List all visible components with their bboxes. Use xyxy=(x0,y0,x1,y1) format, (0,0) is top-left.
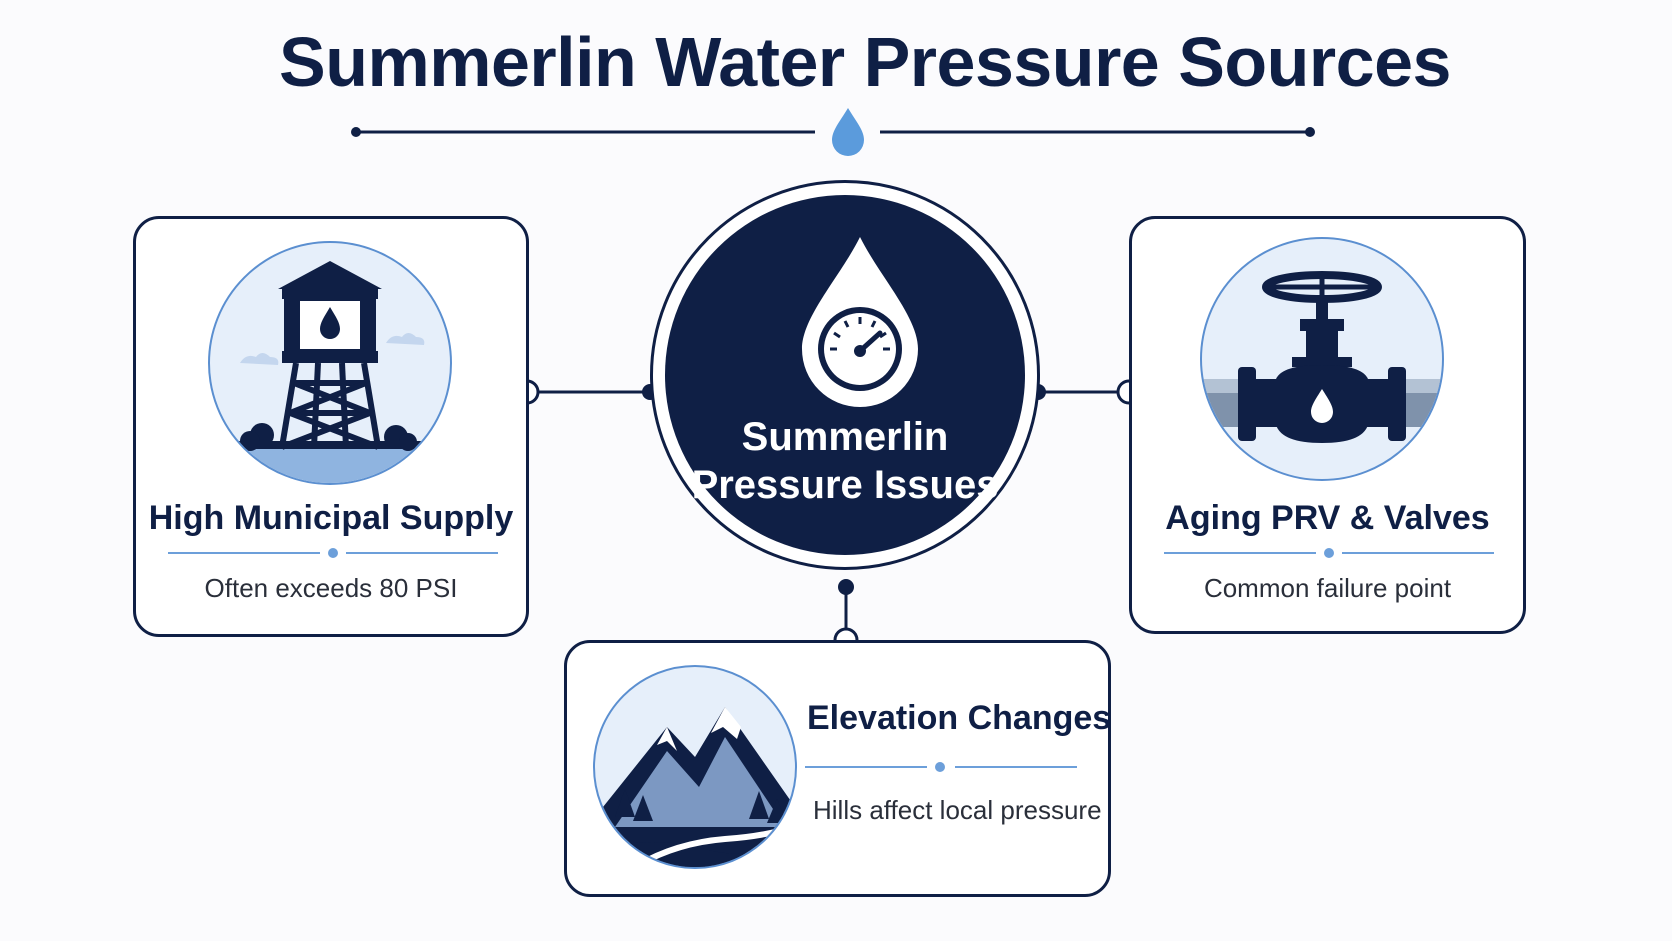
card-divider xyxy=(805,761,1077,773)
water-tower-icon xyxy=(210,261,450,483)
center-hub: Summerlin Pressure Issues xyxy=(650,180,1040,570)
center-hub-fill: Summerlin Pressure Issues xyxy=(665,195,1025,555)
card-divider xyxy=(1164,547,1494,559)
card-title: High Municipal Supply xyxy=(148,499,514,537)
title-divider xyxy=(351,108,1315,156)
valve-icon xyxy=(1202,271,1442,443)
water-drop-gauge-icon xyxy=(802,237,918,407)
card-elevation-changes: Elevation Changes Hills affect local pre… xyxy=(564,640,1111,897)
icon-circle xyxy=(208,241,452,485)
card-high-municipal-supply: High Municipal Supply Often exceeds 80 P… xyxy=(133,216,529,637)
connector-right xyxy=(1030,379,1142,405)
icon-circle xyxy=(1200,237,1444,481)
water-drop-icon xyxy=(832,108,864,156)
icon-circle xyxy=(593,665,797,869)
card-subtitle: Hills affect local pressure xyxy=(813,795,1102,825)
center-label-line2: Pressure Issues xyxy=(691,463,999,507)
mountain-icon xyxy=(595,707,795,867)
card-title: Aging PRV & Valves xyxy=(1165,499,1490,537)
card-subtitle: Often exceeds 80 PSI xyxy=(204,573,458,603)
center-label-line1: Summerlin xyxy=(741,415,949,459)
connector-left xyxy=(514,379,658,405)
page-title: Summerlin Water Pressure Sources xyxy=(279,23,1451,101)
card-subtitle: Common failure point xyxy=(1203,573,1452,603)
card-title: Elevation Changes xyxy=(807,699,1112,737)
card-divider xyxy=(168,547,498,559)
card-aging-prv-valves: Aging PRV & Valves Common failure point xyxy=(1129,216,1526,634)
